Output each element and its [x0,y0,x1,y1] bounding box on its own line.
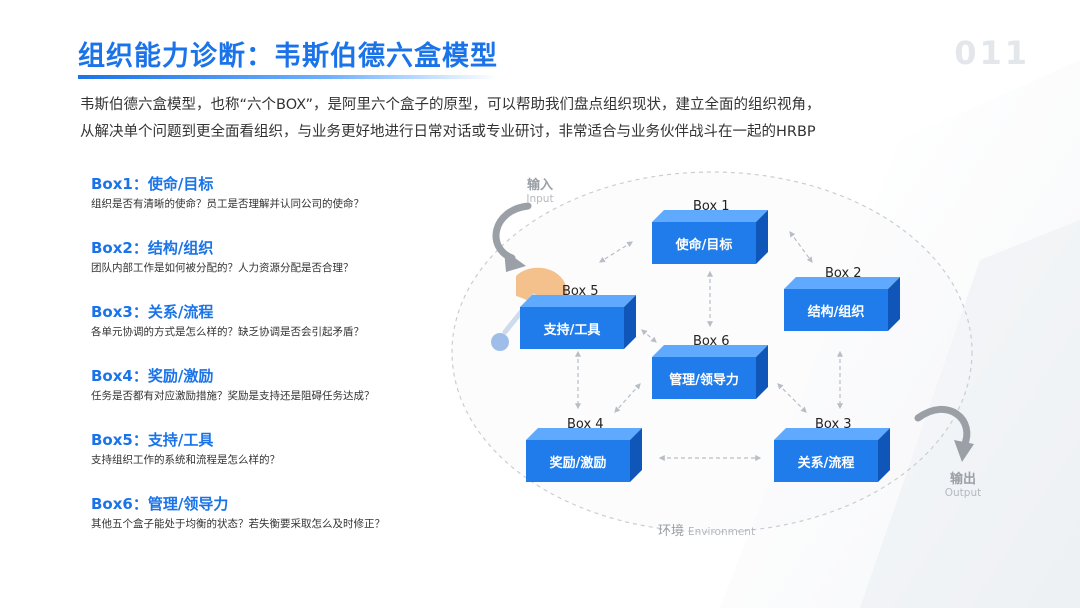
cube-1-shape [652,210,768,264]
cube-4-shape [526,428,642,482]
box-item-1: Box1：使命/目标 组织是否有清晰的使命？员工是否理解并认同公司的使命？ [91,173,451,237]
connector-5-6 [641,329,657,343]
output-arrow [914,405,971,450]
input-label: 输入 Input [520,174,560,205]
box-item-3: Box3：关系/流程 各单元协调的方式是怎么样的？缺乏协调是否会引起矛盾？ [91,301,451,365]
box-description: 支持组织工作的系统和流程是怎么样的？ [91,454,280,466]
page-number: 011 [954,34,1030,72]
input-label-cn: 输入 [526,178,553,193]
cube-6-shape [652,345,768,399]
page-title: 组织能力诊断：韦斯伯德六盒模型 [78,41,498,72]
box-item-2: Box2：结构/组织 团队内部工作是如何被分配的？人力资源分配是否合理？ [91,237,451,301]
box-item-4: Box4：奖励/激励 任务是否都有对应激励措施？奖励是支持还是阻碍任务达成？ [91,365,451,429]
connector-6-4 [614,383,641,413]
cube-2-shape [784,277,900,331]
output-label-en: Output [944,487,982,499]
cube-4-text: 奖励/激励 [549,455,607,471]
box-item-5: Box5：支持/工具 支持组织工作的系统和流程是怎么样的？ [91,429,451,493]
cube-2-text: 结构/组织 [807,304,865,320]
cube-4-label: Box 4 [567,417,604,432]
cube-3-label: Box 3 [815,417,852,432]
cube-3-text: 关系/流程 [797,455,855,471]
cube-6-text: 管理/领导力 [669,372,739,388]
box-heading: Box6：管理/领导力 [91,495,229,513]
title-underline [78,75,498,79]
output-label-cn: 输出 [949,472,976,487]
box-description: 各单元协调的方式是怎么样的？缺乏协调是否会引起矛盾？ [91,326,364,338]
box-description: 任务是否都有对应激励措施？奖励是支持还是阻碍任务达成？ [91,390,375,402]
box-heading: Box1：使命/目标 [91,175,214,193]
box-heading: Box2：结构/组织 [91,239,214,257]
cube-3-shape [774,428,890,482]
intro-text: 韦斯伯德六盒模型，也称“六个BOX”，是阿里六个盒子的原型，可以帮助我们盘点组织… [80,92,920,146]
cube-5-text: 支持/工具 [543,322,601,338]
box-item-6: Box6：管理/领导力 其他五个盒子能处于均衡的状态？若失衡要采取怎么及时修正？ [91,493,451,557]
input-label-en: Input [526,193,554,205]
input-arrowhead [504,250,526,272]
output-arrowhead [954,440,974,462]
cube-2-label: Box 2 [825,266,862,281]
box-heading: Box3：关系/流程 [91,303,214,321]
environment-label-cn: 环境 [658,524,685,539]
cube-1-label: Box 1 [693,199,730,214]
box-description-list: Box1：使命/目标 组织是否有清晰的使命？员工是否理解并认同公司的使命？ Bo… [91,173,451,557]
cube-5-shape [520,295,636,349]
box-heading: Box4：奖励/激励 [91,367,214,385]
box-description: 组织是否有清晰的使命？员工是否理解并认同公司的使命？ [91,198,364,210]
box-heading: Box5：支持/工具 [91,431,214,449]
intro-line-2: 从解决单个问题到更全面看组织，与业务更好地进行日常对话或专业研讨，非常适合与业务… [80,124,816,140]
box-description: 其他五个盒子能处于均衡的状态？若失衡要采取怎么及时修正？ [91,518,385,530]
cube-1-text: 使命/目标 [675,237,733,253]
output-label: 输出 Output [940,468,986,499]
environment-label-en: Environment [688,526,756,538]
cube-5-label: Box 5 [562,284,599,299]
connector-1-5 [598,241,634,263]
cube-6-label: Box 6 [693,334,730,349]
intro-line-1: 韦斯伯德六盒模型，也称“六个BOX”，是阿里六个盒子的原型，可以帮助我们盘点组织… [80,97,821,113]
connector-1-2 [789,231,813,263]
box-description: 团队内部工作是如何被分配的？人力资源分配是否合理？ [91,262,354,274]
